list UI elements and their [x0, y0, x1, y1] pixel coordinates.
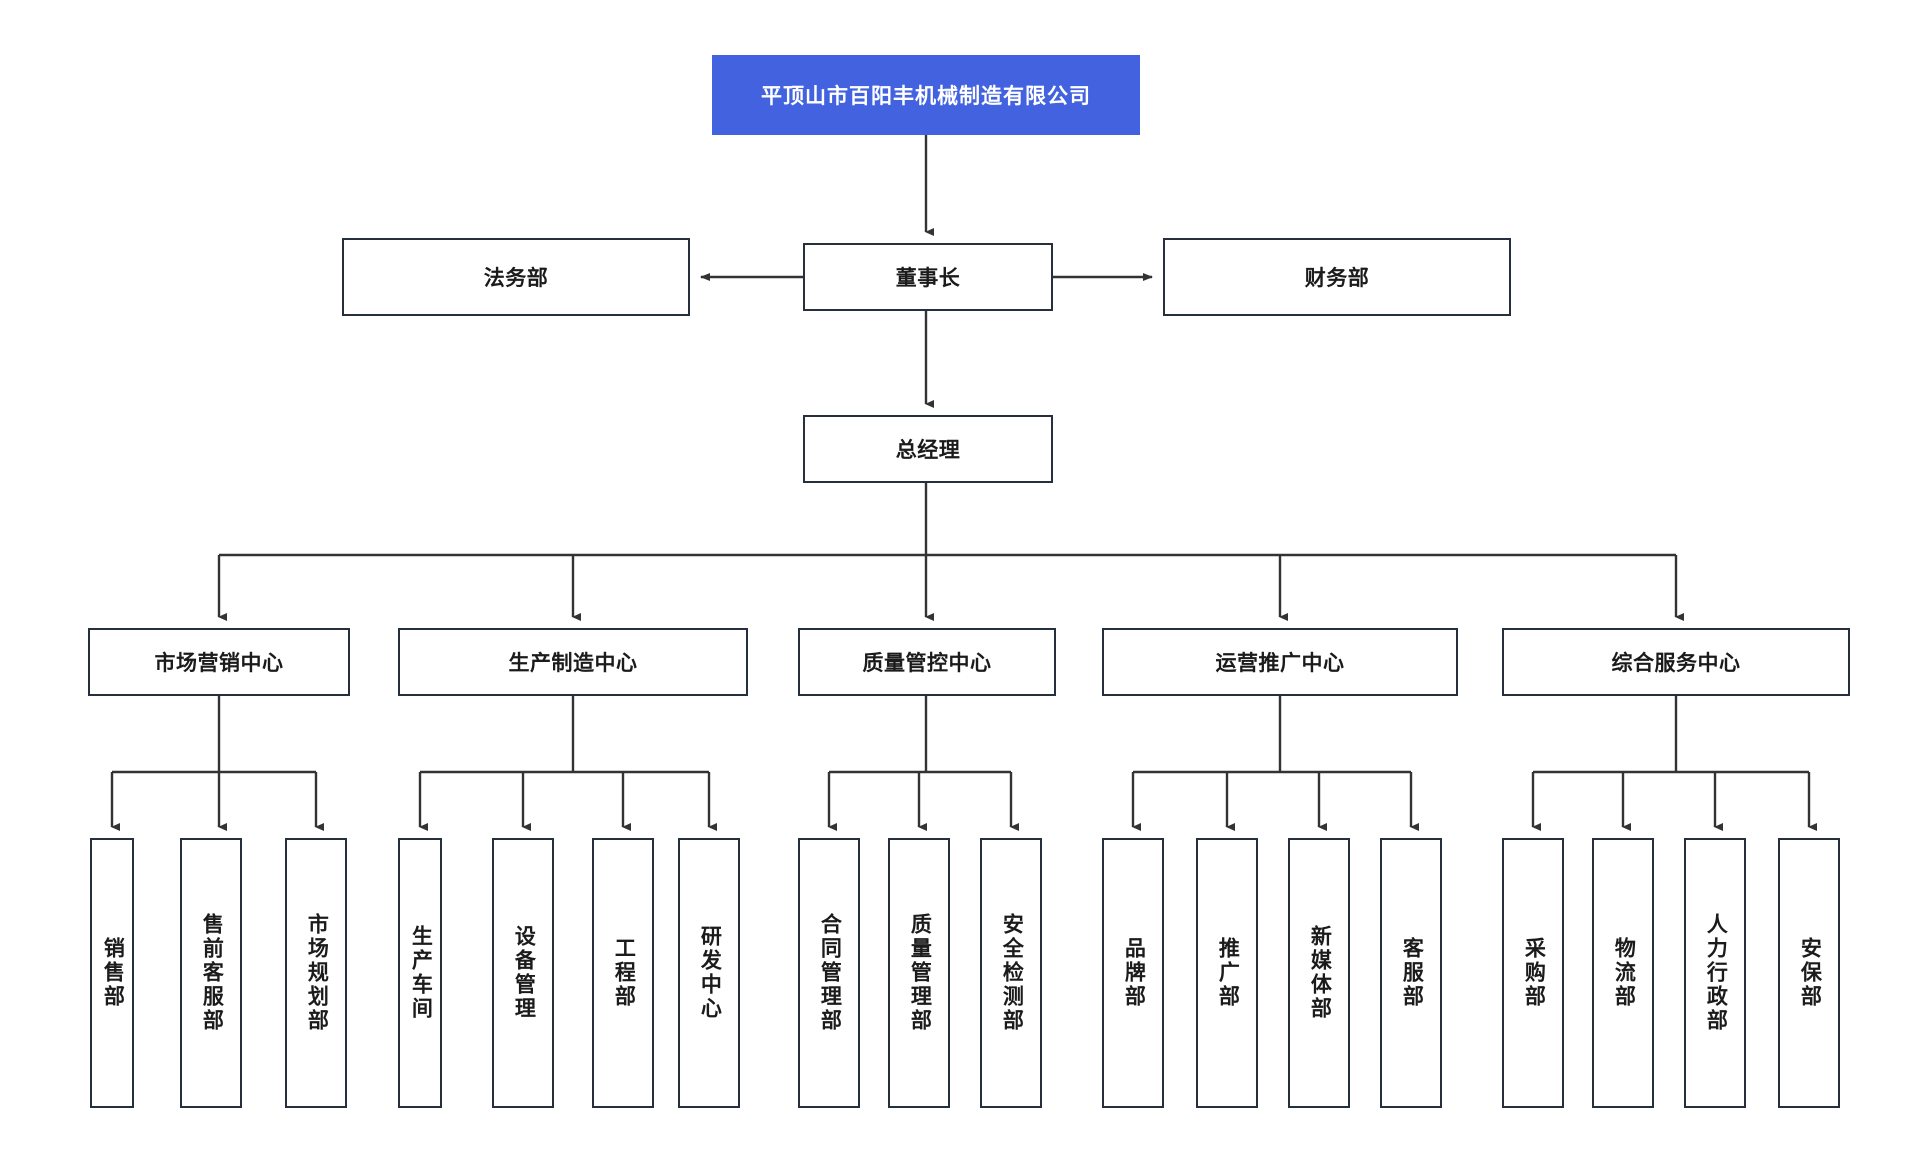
node-department-2-2[interactable]: 安全检测部 — [980, 838, 1042, 1108]
node-department-4-1[interactable]: 物流部 — [1592, 838, 1654, 1108]
department-label: 研发中心 — [698, 925, 722, 1021]
node-department-4-0[interactable]: 采购部 — [1502, 838, 1564, 1108]
node-finance-department[interactable]: 财务部 — [1163, 238, 1511, 316]
department-label: 市场规划部 — [305, 913, 329, 1033]
node-department-4-2[interactable]: 人力行政部 — [1684, 838, 1746, 1108]
department-label: 客服部 — [1400, 937, 1424, 1009]
node-department-1-0[interactable]: 生产车间 — [398, 838, 442, 1108]
department-label: 设备管理 — [512, 925, 536, 1021]
node-chairman[interactable]: 董事长 — [803, 243, 1053, 311]
node-department-1-1[interactable]: 设备管理 — [492, 838, 554, 1108]
node-department-2-0[interactable]: 合同管理部 — [798, 838, 860, 1108]
center-label: 生产制造中心 — [508, 652, 638, 675]
center-label: 运营推广中心 — [1215, 652, 1345, 675]
department-label: 工程部 — [612, 937, 636, 1009]
department-label: 人力行政部 — [1704, 913, 1728, 1033]
node-center-4[interactable]: 综合服务中心 — [1502, 628, 1850, 696]
node-department-1-2[interactable]: 工程部 — [592, 838, 654, 1108]
node-general-manager[interactable]: 总经理 — [803, 415, 1053, 483]
node-department-4-3[interactable]: 安保部 — [1778, 838, 1840, 1108]
department-label: 物流部 — [1612, 937, 1636, 1009]
department-label: 销售部 — [101, 937, 125, 1009]
center-label: 质量管控中心 — [862, 652, 992, 675]
node-center-0[interactable]: 市场营销中心 — [88, 628, 350, 696]
department-label: 售前客服部 — [200, 913, 224, 1033]
node-department-0-2[interactable]: 市场规划部 — [285, 838, 347, 1108]
node-department-1-3[interactable]: 研发中心 — [678, 838, 740, 1108]
department-label: 安保部 — [1798, 937, 1822, 1009]
center-label: 综合服务中心 — [1611, 652, 1741, 675]
department-label: 推广部 — [1216, 937, 1240, 1009]
department-label: 合同管理部 — [818, 913, 842, 1033]
node-legal-department[interactable]: 法务部 — [342, 238, 690, 316]
node-department-3-2[interactable]: 新媒体部 — [1288, 838, 1350, 1108]
node-department-0-1[interactable]: 售前客服部 — [180, 838, 242, 1108]
node-department-3-0[interactable]: 品牌部 — [1102, 838, 1164, 1108]
department-label: 质量管理部 — [908, 913, 932, 1033]
node-company-root[interactable]: 平顶山市百阳丰机械制造有限公司 — [712, 55, 1140, 135]
node-department-3-1[interactable]: 推广部 — [1196, 838, 1258, 1108]
department-label: 品牌部 — [1122, 937, 1146, 1009]
department-label: 采购部 — [1522, 937, 1546, 1009]
department-label: 生产车间 — [409, 925, 433, 1021]
department-label: 新媒体部 — [1308, 925, 1332, 1021]
node-center-3[interactable]: 运营推广中心 — [1102, 628, 1458, 696]
node-center-2[interactable]: 质量管控中心 — [798, 628, 1056, 696]
department-label: 安全检测部 — [1000, 913, 1024, 1033]
node-center-1[interactable]: 生产制造中心 — [398, 628, 748, 696]
center-label: 市场营销中心 — [154, 652, 284, 675]
node-department-0-0[interactable]: 销售部 — [90, 838, 134, 1108]
node-department-2-1[interactable]: 质量管理部 — [888, 838, 950, 1108]
node-department-3-3[interactable]: 客服部 — [1380, 838, 1442, 1108]
